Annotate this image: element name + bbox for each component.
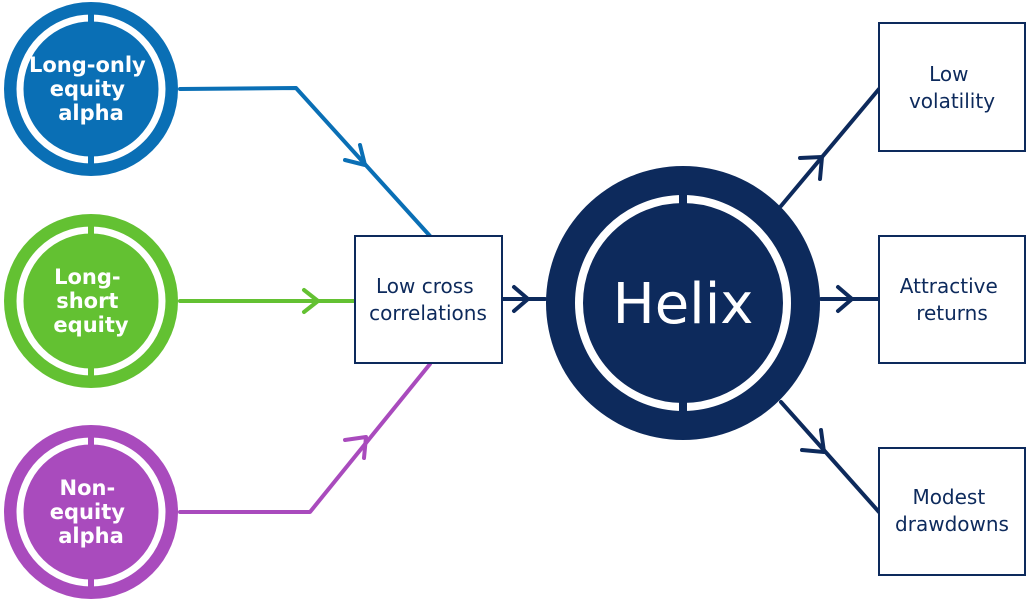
outcome-label-low-volatility: Low volatility [909,62,995,113]
arrowhead-navy-volatility-icon [798,155,824,181]
outcome-label-modest-drawdowns: Modest drawdowns [895,485,1009,536]
connector-non-equity-to-correlations [178,362,432,514]
outcome-box-low-volatility: Low volatility [878,22,1026,152]
source-node-long-only: Long-only equity alpha [4,2,178,176]
connectors [178,86,881,514]
outcome-box-attractive-returns: Attractive returns [878,235,1026,364]
source-node-long-short: Long- short equity [4,214,178,388]
helix-hub: Helix [546,166,820,440]
connector-helix-to-modest-drawdowns [779,400,881,514]
arrowhead-navy-hub-icon [512,285,530,313]
correlations-box: Low cross correlations [354,235,503,364]
connector-helix-to-low-volatility [779,87,881,208]
arrowhead-green-icon [302,288,320,314]
arrowhead-blue-icon [343,143,367,167]
source-node-non-equity: Non- equity alpha [4,425,178,599]
correlations-label: Low cross correlations [369,274,487,325]
connector-long-only-to-correlations [178,86,432,238]
arrowhead-navy-returns-icon [836,285,854,313]
arrowhead-navy-drawdowns-icon [800,428,826,454]
arrowhead-purple-icon [343,435,368,460]
source-label-long-only: Long-only equity alpha [29,53,153,125]
outcome-label-attractive-returns: Attractive returns [900,274,1004,325]
helix-label: Helix [613,272,754,337]
source-label-long-short: Long- short equity [53,265,128,337]
source-label-non-equity: Non- equity alpha [50,476,132,548]
outcome-box-modest-drawdowns: Modest drawdowns [878,447,1026,576]
